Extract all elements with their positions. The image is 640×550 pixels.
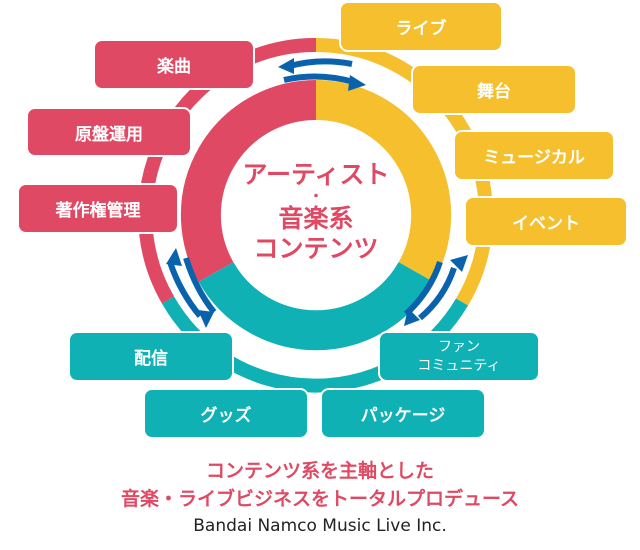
box-live: ライブ: [341, 3, 501, 50]
box-haishin: 配信: [70, 333, 232, 380]
tagline-line2: 音楽・ライブビジネスをトータルプロデュース: [120, 488, 520, 510]
inner-donut: [180, 80, 452, 351]
box-event: イベント: [466, 198, 626, 245]
box-gakkyoku: 楽曲: [95, 41, 253, 88]
company-name: Bandai Namco Music Live Inc.: [193, 516, 447, 536]
box-genban-unyo: 原盤運用: [28, 109, 190, 155]
box-goods: グッズ: [145, 390, 307, 437]
center-line1: アーティスト: [242, 160, 390, 189]
tagline-line1: コンテンツ系を主軸とした: [205, 460, 434, 482]
box-musical: ミュージカル: [455, 132, 613, 179]
box-chosakuken-kanri: 著作権管理: [19, 185, 177, 232]
center-line3: コンテンツ: [253, 234, 379, 263]
box-fan-community: ファン コミュニティ: [380, 333, 538, 380]
box-butai: 舞台: [413, 66, 575, 113]
center-line2: 音楽系: [278, 204, 354, 233]
center-separator: ・: [309, 189, 323, 205]
center-label: アーティスト ・ 音楽系 コンテンツ: [216, 160, 416, 264]
cycle-arrows: [166, 58, 468, 328]
box-package: パッケージ: [322, 390, 484, 437]
